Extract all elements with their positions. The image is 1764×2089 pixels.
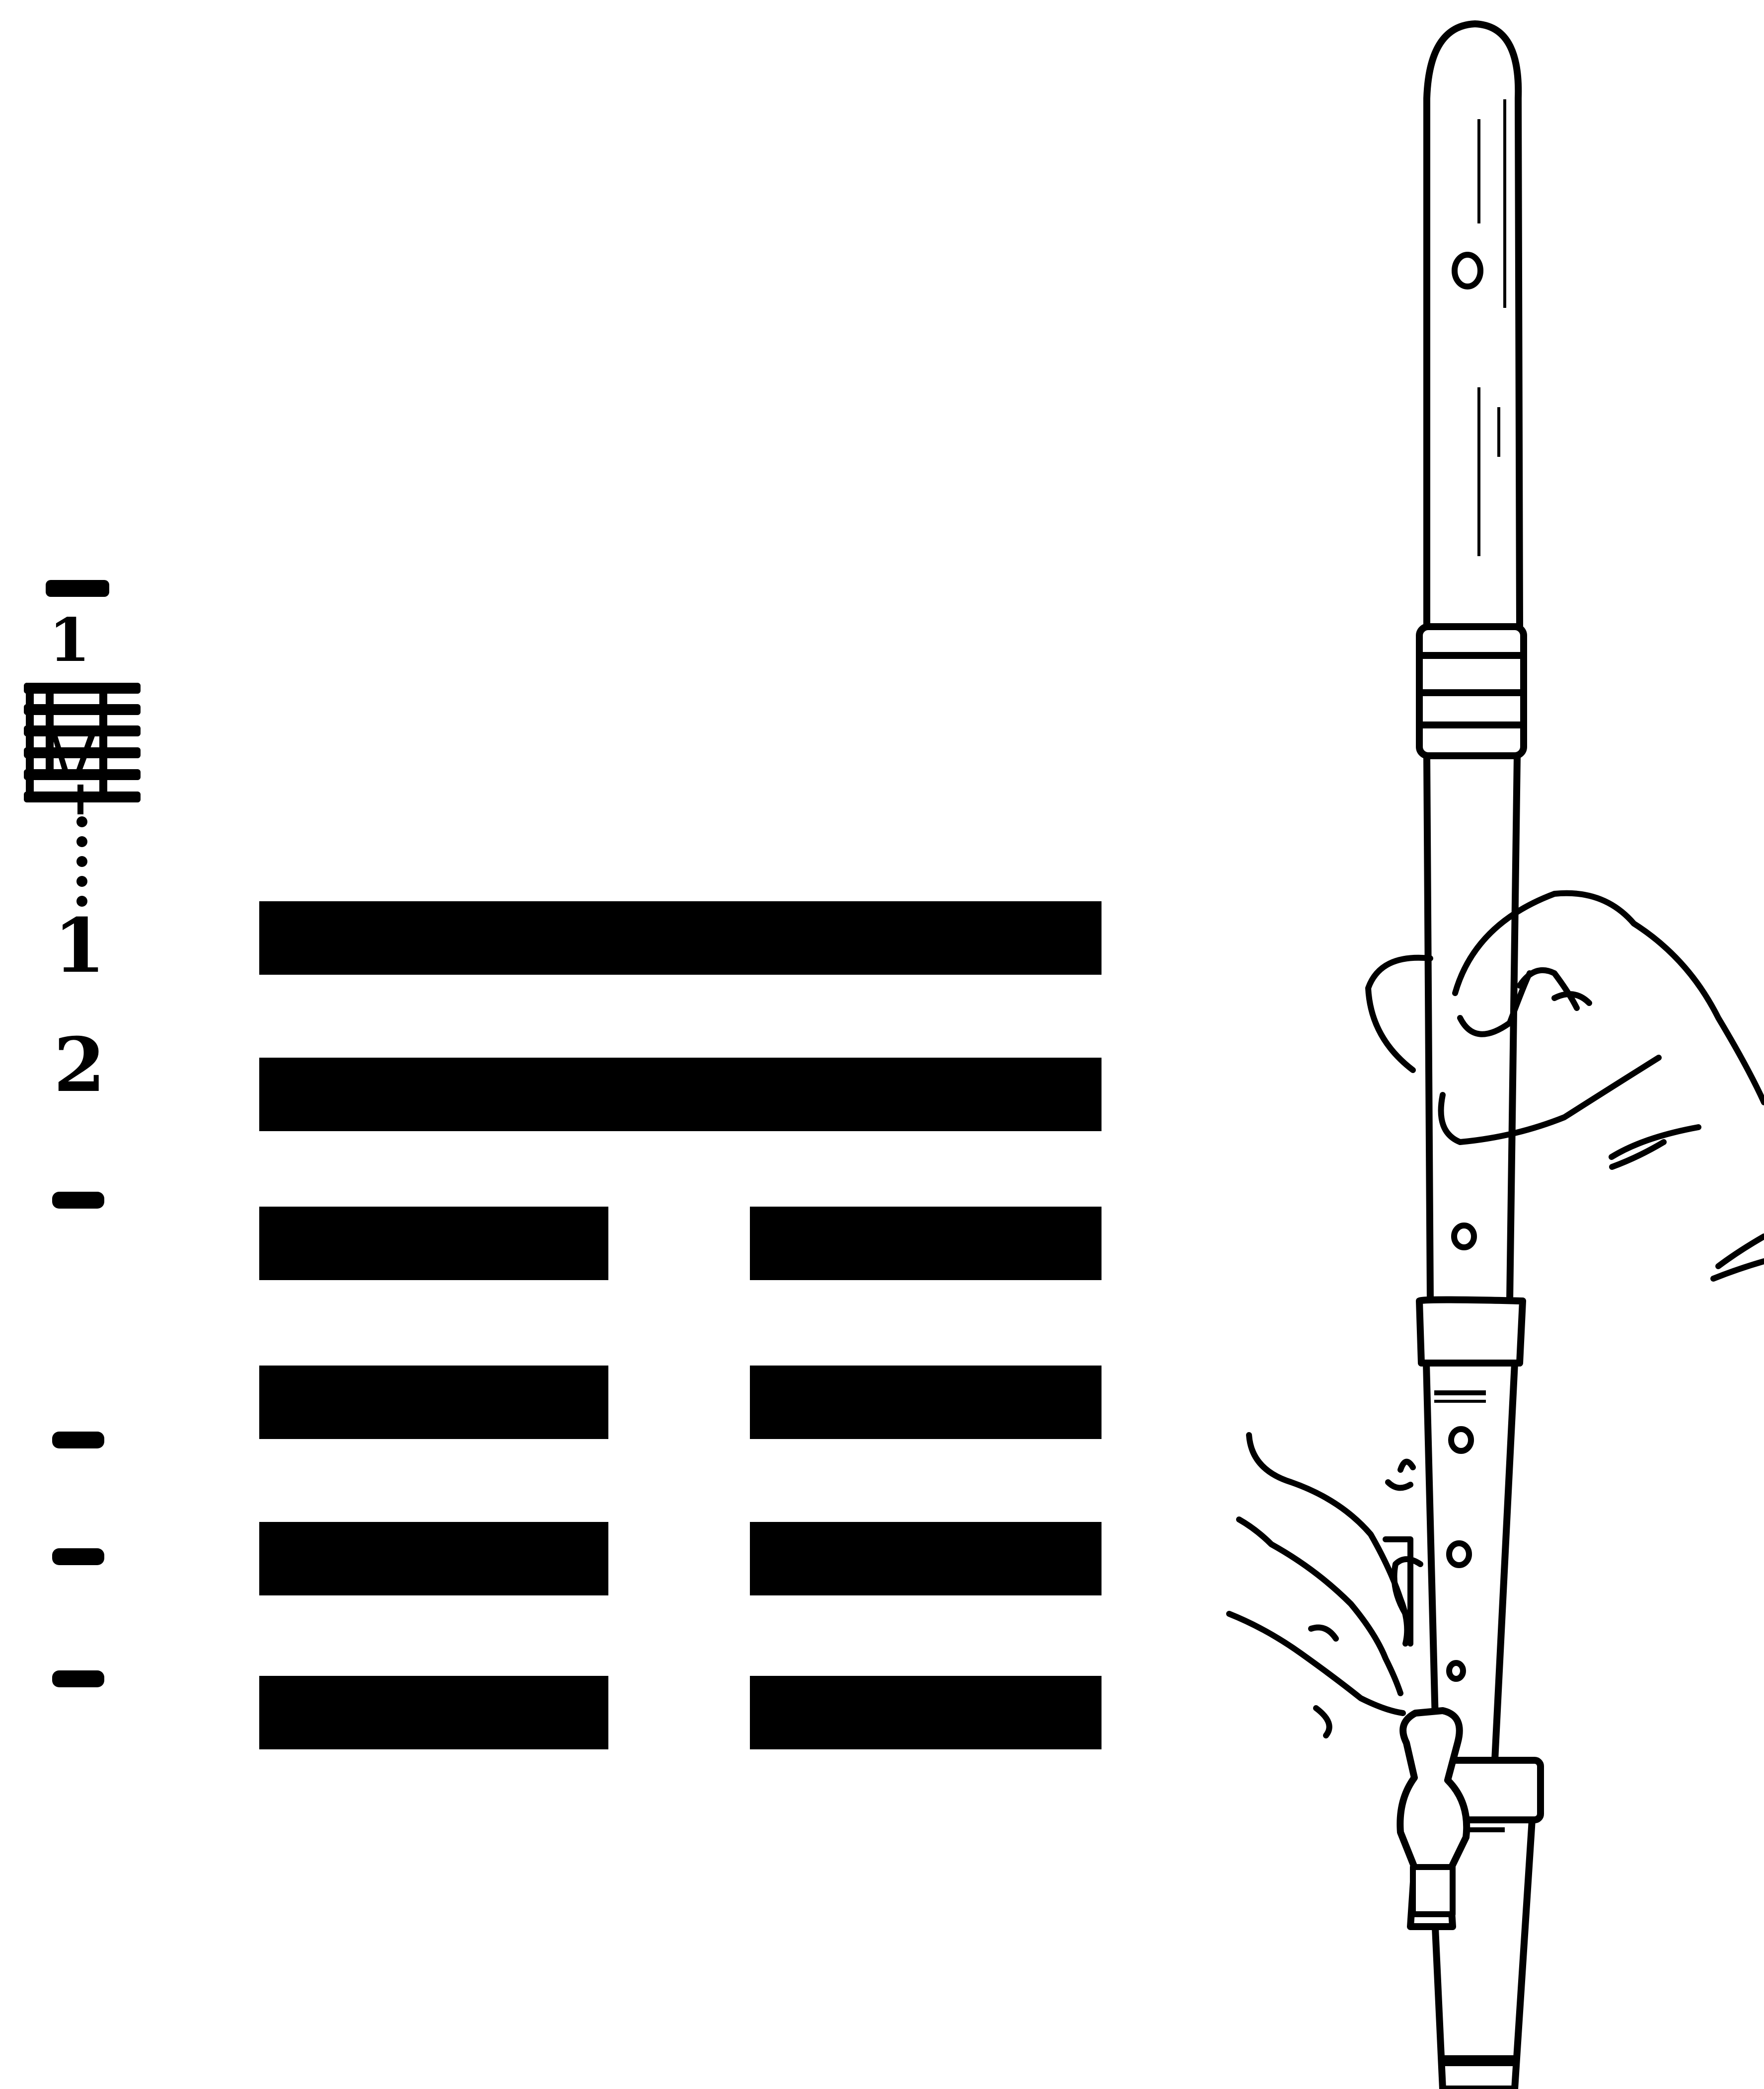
hexagram-line-6-right	[750, 1676, 1102, 1749]
notation-dotted-line	[76, 816, 87, 907]
hexagram-line-1-solid	[259, 901, 1102, 975]
row-label-1: 1	[45, 909, 114, 983]
notation-digit-top: 1	[35, 611, 104, 670]
finger-hole-4	[1449, 1663, 1463, 1679]
row-dash-3	[52, 1192, 104, 1209]
finger-hole-3	[1449, 1543, 1469, 1565]
row-dash-6	[52, 1670, 104, 1687]
flute-window	[1455, 255, 1480, 287]
hexagram	[259, 901, 1102, 1749]
notation-column	[24, 580, 141, 1687]
hexagram-line-3-left	[259, 1207, 608, 1280]
flute-lower-body	[1426, 1363, 1515, 1760]
finger-hole-2	[1451, 1429, 1471, 1451]
row-dash-4	[52, 1432, 104, 1448]
lower-hand	[1229, 1435, 1413, 1735]
finger-hole-1	[1454, 1225, 1474, 1247]
row-label-2: 2	[45, 1028, 114, 1102]
notation-glyph	[24, 683, 141, 814]
recorder-flute-icon	[1400, 24, 1541, 2089]
hexagram-line-6-left	[259, 1676, 608, 1749]
hexagram-line-5-right	[750, 1522, 1102, 1595]
hexagram-line-2-solid	[259, 1058, 1102, 1131]
hexagram-line-5-left	[259, 1522, 608, 1595]
notation-top-dash	[46, 580, 109, 597]
hexagram-line-4-left	[259, 1366, 608, 1439]
flute-joint-ring	[1419, 1300, 1523, 1364]
hexagram-line-4-right	[750, 1366, 1102, 1439]
hexagram-line-3-right	[750, 1207, 1102, 1280]
row-dash-5	[52, 1548, 104, 1565]
